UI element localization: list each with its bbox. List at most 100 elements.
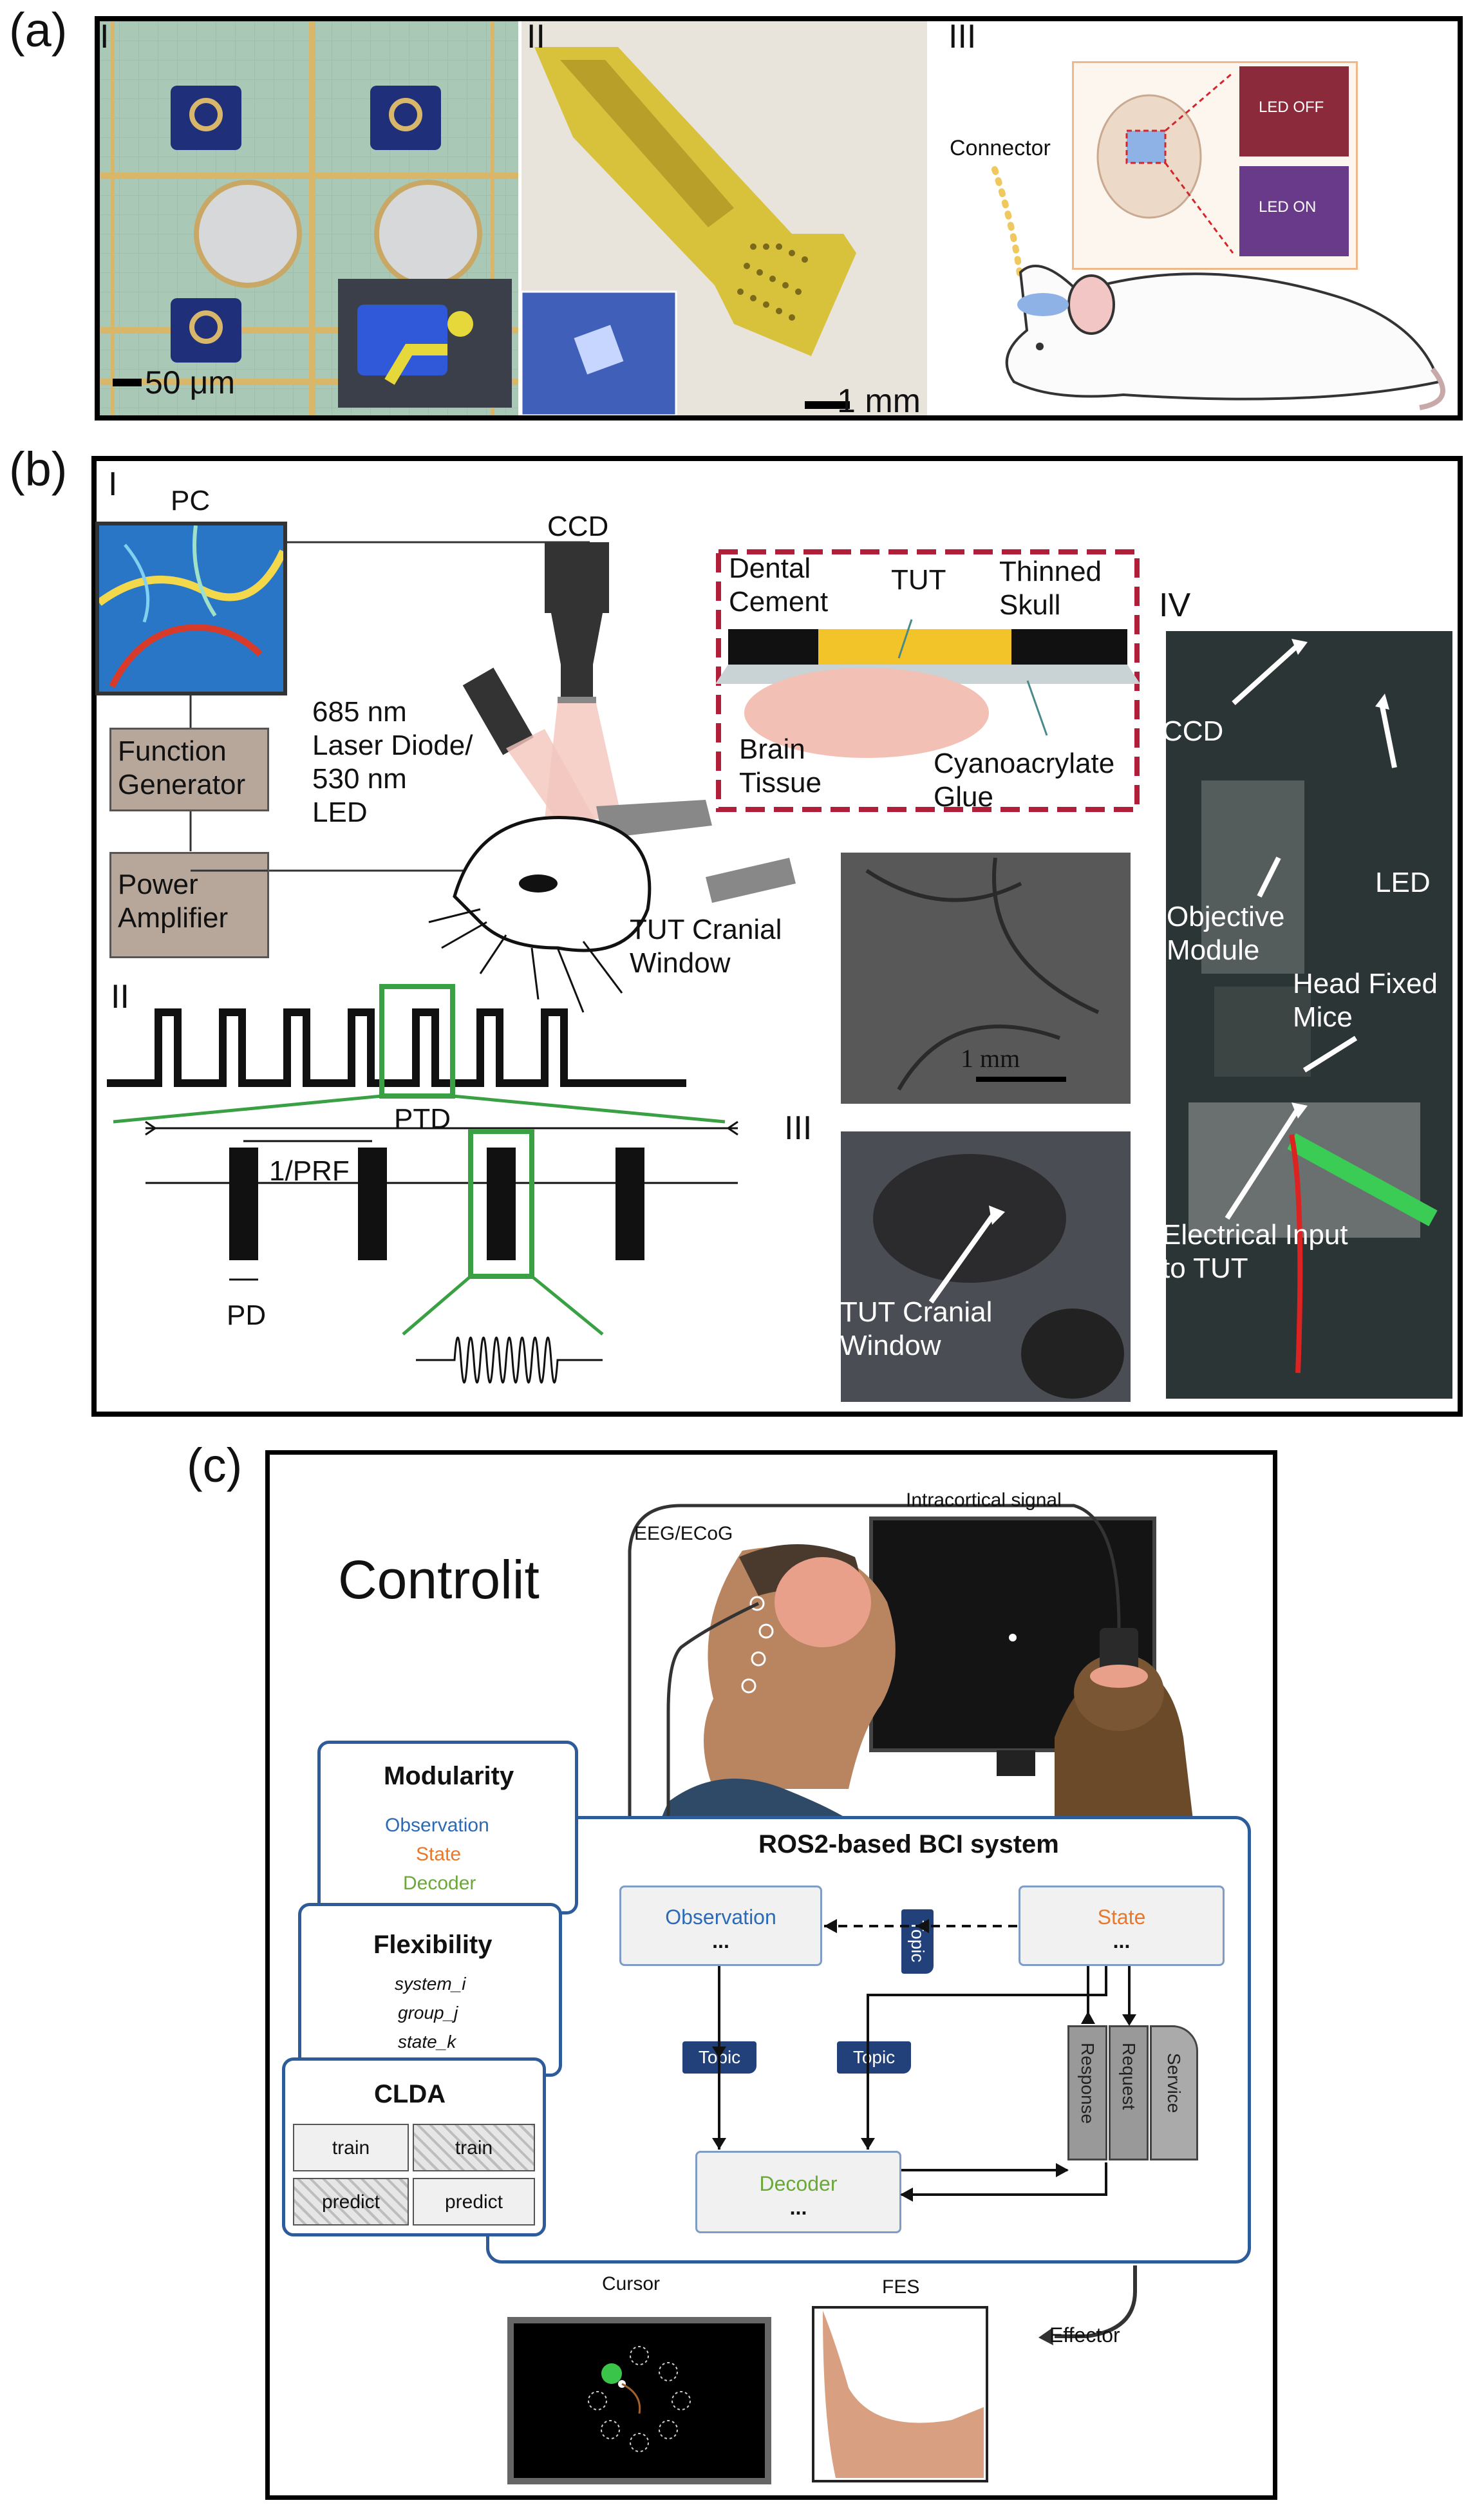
tut-window-line1: TUT Cranial bbox=[630, 914, 782, 945]
cursor-label: Cursor bbox=[602, 2273, 661, 2294]
state-node-ellipsis: ... bbox=[1113, 1929, 1131, 1952]
connector-label: Connector bbox=[950, 136, 1051, 160]
modularity-decoder: Decoder bbox=[403, 1873, 476, 1894]
state-node-label: State bbox=[1097, 1905, 1146, 1929]
observation-node-label: Observation bbox=[665, 1905, 776, 1929]
observation-node-ellipsis: ... bbox=[712, 1929, 729, 1952]
system-arrows bbox=[507, 1919, 1137, 2484]
flexibility-item-group: group_j bbox=[398, 2003, 458, 2023]
tut-window-line2: Window bbox=[630, 947, 731, 979]
photo-iii-line1: TUT Cranial bbox=[840, 1296, 993, 1328]
panel-a-frame bbox=[95, 16, 1463, 421]
clda-predict-cell: predict bbox=[413, 2178, 535, 2226]
dental-cement-label: Dental Cement bbox=[729, 552, 828, 619]
light-source-line1: 685 nm bbox=[312, 696, 407, 728]
ccd-label: CCD bbox=[547, 511, 609, 542]
brain-tissue-line1: Brain bbox=[739, 733, 805, 765]
panel-b-sub-ii: II bbox=[111, 978, 129, 1016]
scale-bar-50um: 50 μm bbox=[145, 364, 235, 401]
iv-input-line1: Electrical Input bbox=[1162, 1219, 1348, 1251]
panel-a-probe-photo: II 1 mm bbox=[521, 21, 927, 415]
led-on-label: LED ON bbox=[1259, 198, 1317, 216]
ptd-label: PTD bbox=[394, 1103, 451, 1135]
glue-label: Cyanoacrylate Glue bbox=[934, 747, 1114, 814]
light-source-line4: LED bbox=[312, 797, 368, 828]
panel-b-label: (b) bbox=[9, 442, 68, 496]
function-generator-box: Function Generator bbox=[109, 728, 269, 811]
iv-input-line2: to TUT bbox=[1162, 1252, 1248, 1284]
brain-tissue-line2: Tissue bbox=[739, 767, 822, 799]
observation-node: Observation ... bbox=[619, 1886, 822, 1966]
tut-cranial-window-label: TUT Cranial Window bbox=[630, 913, 782, 980]
iv-objective-line1: Objective bbox=[1167, 901, 1285, 932]
panel-b-sub-iii: III bbox=[784, 1110, 812, 1147]
fes-label: FES bbox=[882, 2276, 920, 2298]
photo-iii-label: TUT Cranial Window bbox=[840, 1296, 992, 1363]
clda-train-cell: train bbox=[293, 2124, 409, 2171]
light-source-label: 685 nm Laser Diode/ 530 nm LED bbox=[312, 695, 473, 829]
topic-tag-right: Topic bbox=[837, 2041, 911, 2074]
mouse-illustration bbox=[991, 66, 1445, 410]
photo-iii-line2: Window bbox=[840, 1330, 941, 1361]
panel-b-sub-i: I bbox=[108, 466, 118, 503]
dental-cement-line1: Dental bbox=[729, 553, 811, 584]
function-generator-line2: Generator bbox=[118, 769, 246, 800]
led-off-label: LED OFF bbox=[1259, 99, 1324, 116]
response-pill: Response bbox=[1067, 2025, 1107, 2160]
prf-label: 1/PRF bbox=[269, 1155, 350, 1187]
iv-head-fixed-label: Head Fixed Mice bbox=[1293, 967, 1438, 1034]
modularity-title: Modularity bbox=[384, 1762, 514, 1790]
brain-tissue-label: Brain Tissue bbox=[739, 733, 822, 800]
thinned-skull-line2: Skull bbox=[999, 589, 1061, 621]
response-label: Response bbox=[1078, 2043, 1098, 2124]
power-amplifier-line2: Amplifier bbox=[118, 902, 229, 934]
panel-c-label: (c) bbox=[187, 1439, 243, 1492]
decoder-node-ellipsis: ... bbox=[789, 2196, 807, 2219]
panel-b-frame bbox=[91, 456, 1463, 1417]
flexibility-card: Flexibility system_i group_j state_k bbox=[298, 1903, 562, 2077]
request-label: Request bbox=[1119, 2043, 1139, 2110]
vessel-map-image bbox=[97, 525, 287, 692]
flexible-probe-illustration bbox=[521, 47, 856, 415]
panel-a-label: (a) bbox=[9, 3, 68, 57]
tut-label: TUT bbox=[891, 564, 946, 596]
decoder-node: Decoder ... bbox=[695, 2151, 901, 2233]
iv-input-label: Electrical Input to TUT bbox=[1162, 1218, 1348, 1285]
thinned-skull-line1: Thinned bbox=[999, 556, 1102, 587]
iv-led-label: LED bbox=[1375, 867, 1431, 898]
thinned-skull-label: Thinned Skull bbox=[999, 555, 1102, 622]
modularity-state: State bbox=[416, 1844, 462, 1865]
iv-objective-line2: Module bbox=[1167, 934, 1260, 966]
light-source-line2: Laser Diode/ bbox=[312, 730, 473, 761]
clda-card: CLDA train train predict predict bbox=[282, 2057, 546, 2236]
pc-monitor bbox=[95, 522, 287, 695]
flexibility-item-state: state_k bbox=[398, 2032, 456, 2052]
panel-b-sub-iv: IV bbox=[1159, 587, 1191, 624]
eeg-label: EEG/ECoG bbox=[634, 1523, 733, 1544]
function-generator-line1: Function bbox=[118, 735, 227, 767]
electrode-array-illustration bbox=[100, 21, 518, 415]
iv-head-line2: Mice bbox=[1293, 1001, 1353, 1033]
panel-a-sub-ii: II bbox=[527, 21, 545, 55]
intracortical-label: Intracortical signal bbox=[906, 1489, 1062, 1511]
panel-a-mouse-illustration: III Connector LED OFF LED ON bbox=[930, 21, 1457, 415]
pc-label: PC bbox=[171, 485, 211, 516]
clda-predict-hatched-cell: predict bbox=[293, 2178, 409, 2226]
light-source-line3: 530 nm bbox=[312, 763, 407, 795]
effector-label: Effector bbox=[1049, 2323, 1120, 2347]
dental-cement-line2: Cement bbox=[729, 586, 829, 618]
brain-photo-scale: 1 mm bbox=[961, 1044, 1020, 1073]
power-amplifier-line1: Power bbox=[118, 869, 198, 900]
service-pill: Service bbox=[1150, 2025, 1198, 2160]
clda-train-hatched-cell: train bbox=[413, 2124, 535, 2171]
glue-line1: Cyanoacrylate bbox=[934, 748, 1115, 779]
flexibility-title: Flexibility bbox=[373, 1931, 493, 1959]
panel-a-sub-i: I bbox=[100, 21, 109, 55]
ros2-system-title: ROS2-based BCI system bbox=[758, 1830, 1059, 1858]
panel-a-sub-iii: III bbox=[948, 21, 977, 55]
pd-label: PD bbox=[227, 1300, 267, 1331]
iv-head-line1: Head Fixed bbox=[1293, 968, 1438, 999]
service-label: Service bbox=[1164, 2053, 1184, 2113]
decoder-node-label: Decoder bbox=[759, 2172, 838, 2195]
setup-schematic bbox=[107, 541, 1452, 1402]
